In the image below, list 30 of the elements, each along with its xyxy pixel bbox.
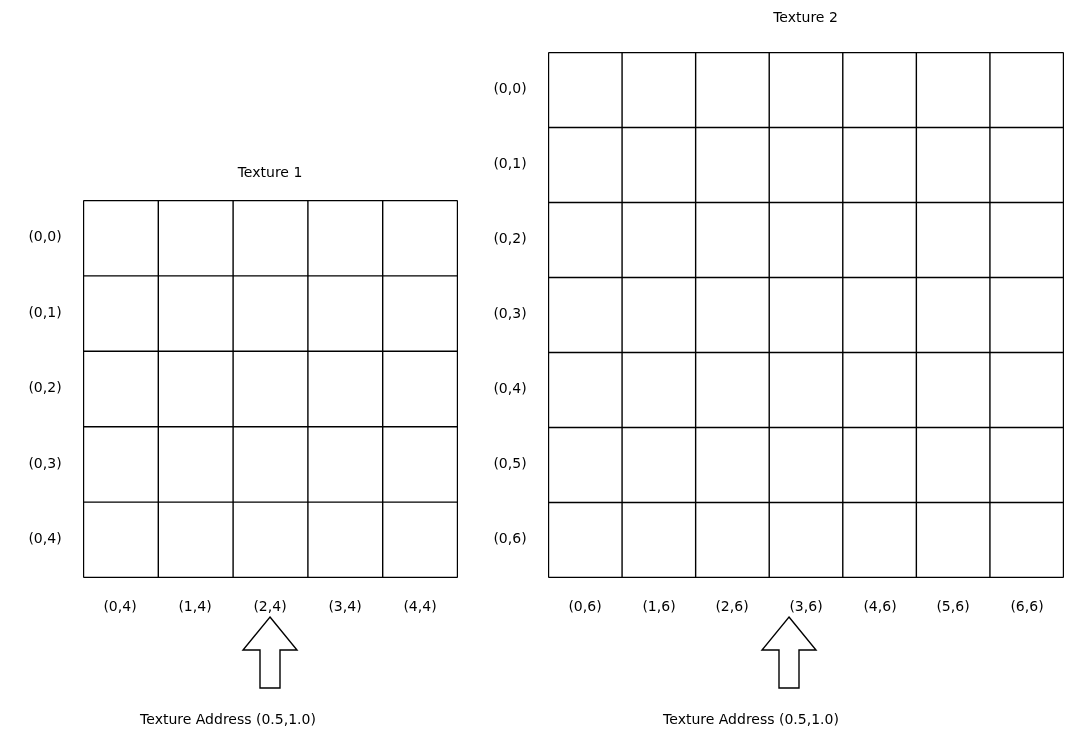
row-label: (0,5) xyxy=(493,456,527,472)
column-label: (0,4) xyxy=(103,599,137,615)
column-label: (4,6) xyxy=(863,599,897,615)
coordinate-label: (3,6) xyxy=(789,599,823,615)
column-label: (2,6) xyxy=(715,599,749,615)
column-label: (1,6) xyxy=(642,599,676,615)
grid-heading: Texture 2 xyxy=(773,10,838,26)
grid-heading: Texture 1 xyxy=(237,165,303,181)
address-label: Texture Address (0.5,1.0) xyxy=(663,712,839,728)
row-label: (0,0) xyxy=(493,81,527,97)
column-label: (1,4) xyxy=(178,599,212,615)
block-arrow xyxy=(241,615,299,689)
column-label: (6,6) xyxy=(1010,599,1044,615)
row-label: (0,2) xyxy=(493,231,527,247)
column-label: (4,4) xyxy=(403,599,437,615)
row-label: (0,2) xyxy=(28,380,62,396)
row-label: (0,0) xyxy=(28,229,62,245)
address-label: Texture Address (0.5,1.0) xyxy=(140,712,316,728)
row-label: (0,3) xyxy=(493,306,527,322)
block-arrow xyxy=(760,615,818,689)
row-label: (0,3) xyxy=(28,456,62,472)
row-label: (0,4) xyxy=(493,381,527,397)
column-label: (0,6) xyxy=(568,599,602,615)
row-label: (0,4) xyxy=(28,531,62,547)
row-label: (0,1) xyxy=(28,305,62,321)
coordinate-label: (2,4) xyxy=(253,599,287,615)
column-label: (5,6) xyxy=(936,599,970,615)
column-label: (3,4) xyxy=(328,599,362,615)
row-label: (0,1) xyxy=(493,156,527,172)
row-label: (0,6) xyxy=(493,531,527,547)
